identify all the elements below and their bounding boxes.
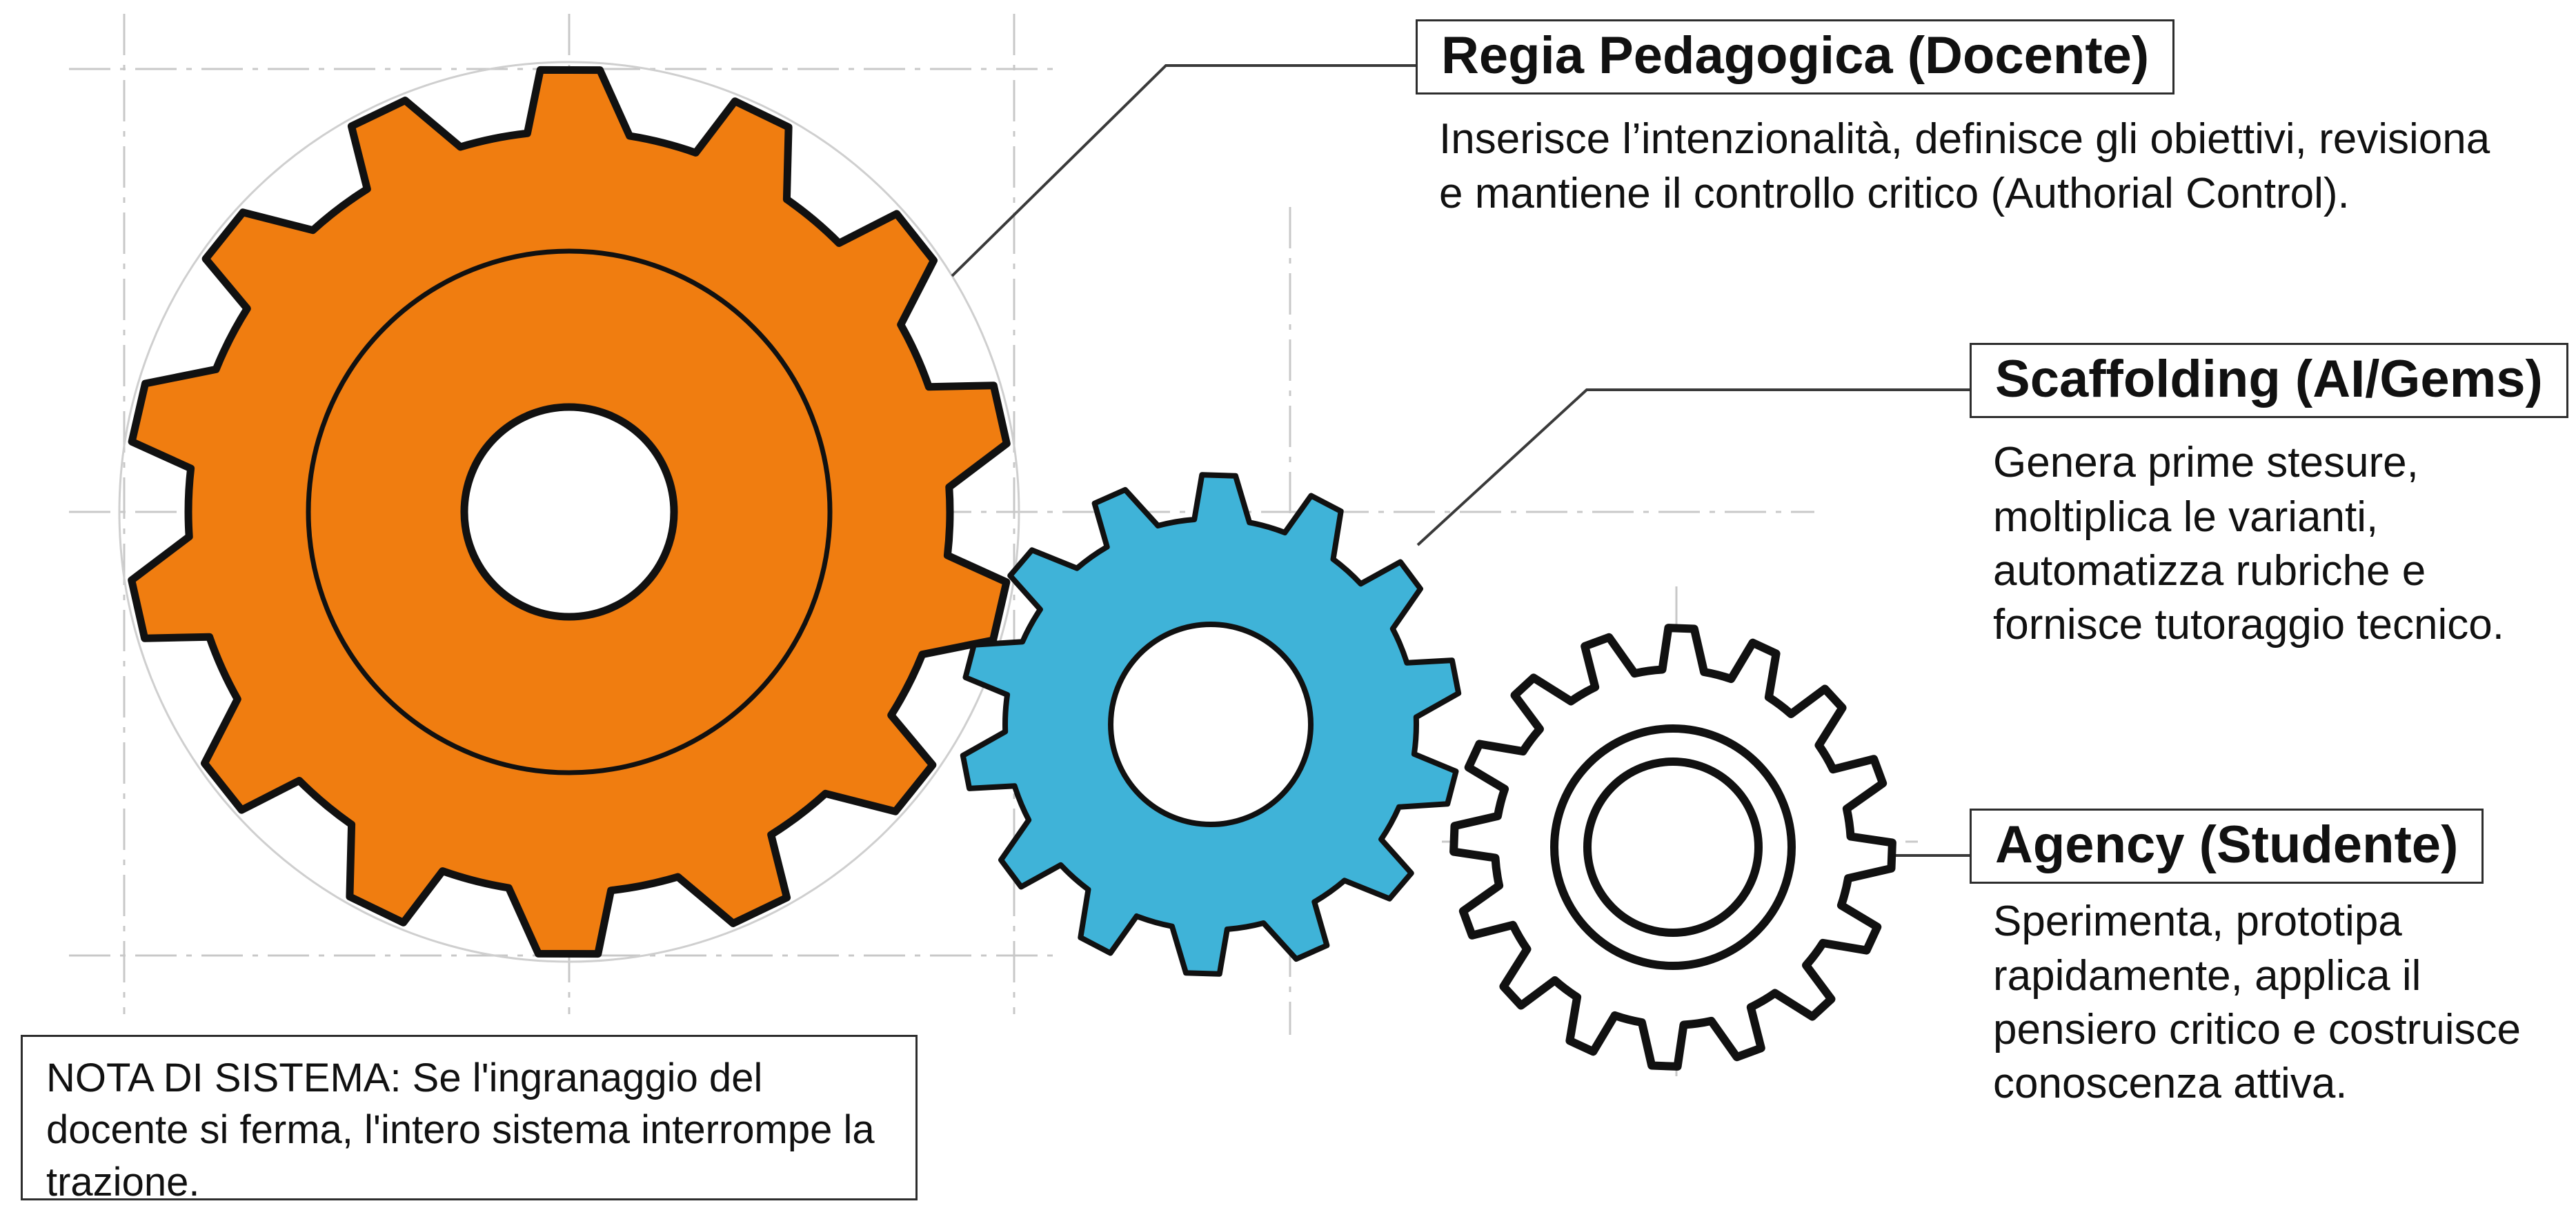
- student-gear: [1449, 624, 1896, 1071]
- ai-gear: [960, 472, 1462, 977]
- scaffolding-leader-line: [1416, 388, 1970, 546]
- pitch-circle: [118, 61, 1020, 963]
- regia-description: Inserisce l’intenzionalità, definisce gl…: [1439, 115, 2490, 217]
- student-gear-hub: [1583, 758, 1763, 937]
- scaffolding-callout: Scaffolding (AI/Gems) Genera prime stesu…: [1970, 343, 2576, 652]
- regia-callout: Regia Pedagogica (Docente) Inserisce l’i…: [1416, 19, 2515, 221]
- student-gear-outer-ring: [1550, 724, 1796, 970]
- scaffolding-title: Scaffolding (AI/Gems): [1970, 343, 2568, 419]
- system-note: NOTA DI SISTEMA: Se l'ingranaggio del do…: [21, 1035, 918, 1205]
- agency-description: Sperimenta, prototipa rapidamente, appli…: [1993, 898, 2521, 1107]
- scaffolding-description: Genera prime stesure, moltiplica le vari…: [1993, 439, 2504, 648]
- teacher-gear: [128, 66, 1011, 958]
- regia-title: Regia Pedagogica (Docente): [1416, 19, 2175, 95]
- gear-diagram: [69, 14, 1970, 1076]
- regia-leader-line: [951, 64, 1416, 277]
- agency-title: Agency (Studente): [1970, 809, 2484, 884]
- teacher-gear-hub: [460, 403, 678, 621]
- ai-gear-hub: [1108, 622, 1314, 827]
- teacher-gear-inner-ring: [306, 248, 833, 775]
- agency-callout: Agency (Studente) Sperimenta, prototipa …: [1970, 809, 2576, 1111]
